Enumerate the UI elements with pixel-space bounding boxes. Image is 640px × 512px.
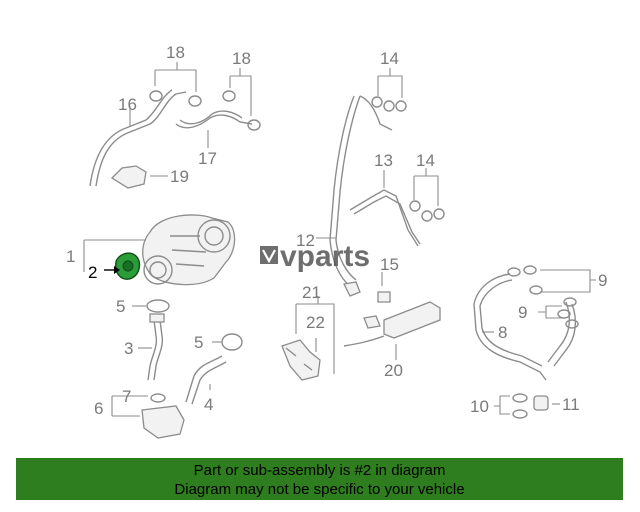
coolant-hose-assembly <box>473 265 579 419</box>
callout-19: 19 <box>170 167 189 186</box>
footer-banner: Part or sub-assembly is #2 in diagram Di… <box>16 458 623 500</box>
callout-1: 1 <box>66 247 75 266</box>
svg-text:vparts: vparts <box>280 240 370 273</box>
coolant-line-assembly <box>89 89 261 189</box>
callout-14: 14 <box>416 151 435 170</box>
callout-5: 5 <box>194 333 203 352</box>
wastegate-actuator-highlighted <box>115 252 141 280</box>
callout-2-highlighted: 2 <box>88 263 97 282</box>
oil-feed-line <box>147 319 158 381</box>
footer-line-1: Part or sub-assembly is #2 in diagram <box>193 462 446 479</box>
parts-diagram: 18 18 16 17 19 1 2 5 3 5 7 6 4 14 13 14 … <box>66 43 607 439</box>
turbocharger <box>142 214 236 286</box>
callout-9: 9 <box>598 271 607 290</box>
callout-4: 4 <box>204 395 213 414</box>
solenoid-valve <box>281 339 321 381</box>
callout-11: 11 <box>562 395 580 414</box>
callout-20: 20 <box>384 361 403 380</box>
callout-22: 22 <box>306 313 325 332</box>
oil-return-line <box>185 355 223 403</box>
callout-18: 18 <box>166 43 185 62</box>
charcoal-canister <box>343 301 441 347</box>
gasket-5b <box>221 333 243 351</box>
callout-14: 14 <box>380 49 399 68</box>
callout-5: 5 <box>116 297 125 316</box>
vparts-watermark-logo: vparts <box>260 240 370 273</box>
callout-8: 8 <box>498 323 507 342</box>
footer-line-2: Diagram may not be specific to your vehi… <box>174 481 465 498</box>
callout-17: 17 <box>198 149 217 168</box>
callout-10: 10 <box>470 397 489 416</box>
callout-12: 12 <box>296 231 315 250</box>
callout-7: 7 <box>122 387 131 406</box>
callout-15: 15 <box>380 255 399 274</box>
callout-13: 13 <box>374 151 393 170</box>
callout-16: 16 <box>118 95 137 114</box>
callout-9: 9 <box>518 303 527 322</box>
gasket-5 <box>146 299 170 313</box>
oil-line-assembly <box>329 95 445 303</box>
callout-21: 21 <box>302 283 321 302</box>
callout-3: 3 <box>124 339 133 358</box>
callout-18: 18 <box>232 49 251 68</box>
oil-return-housing <box>141 393 185 439</box>
callout-6: 6 <box>94 399 103 418</box>
